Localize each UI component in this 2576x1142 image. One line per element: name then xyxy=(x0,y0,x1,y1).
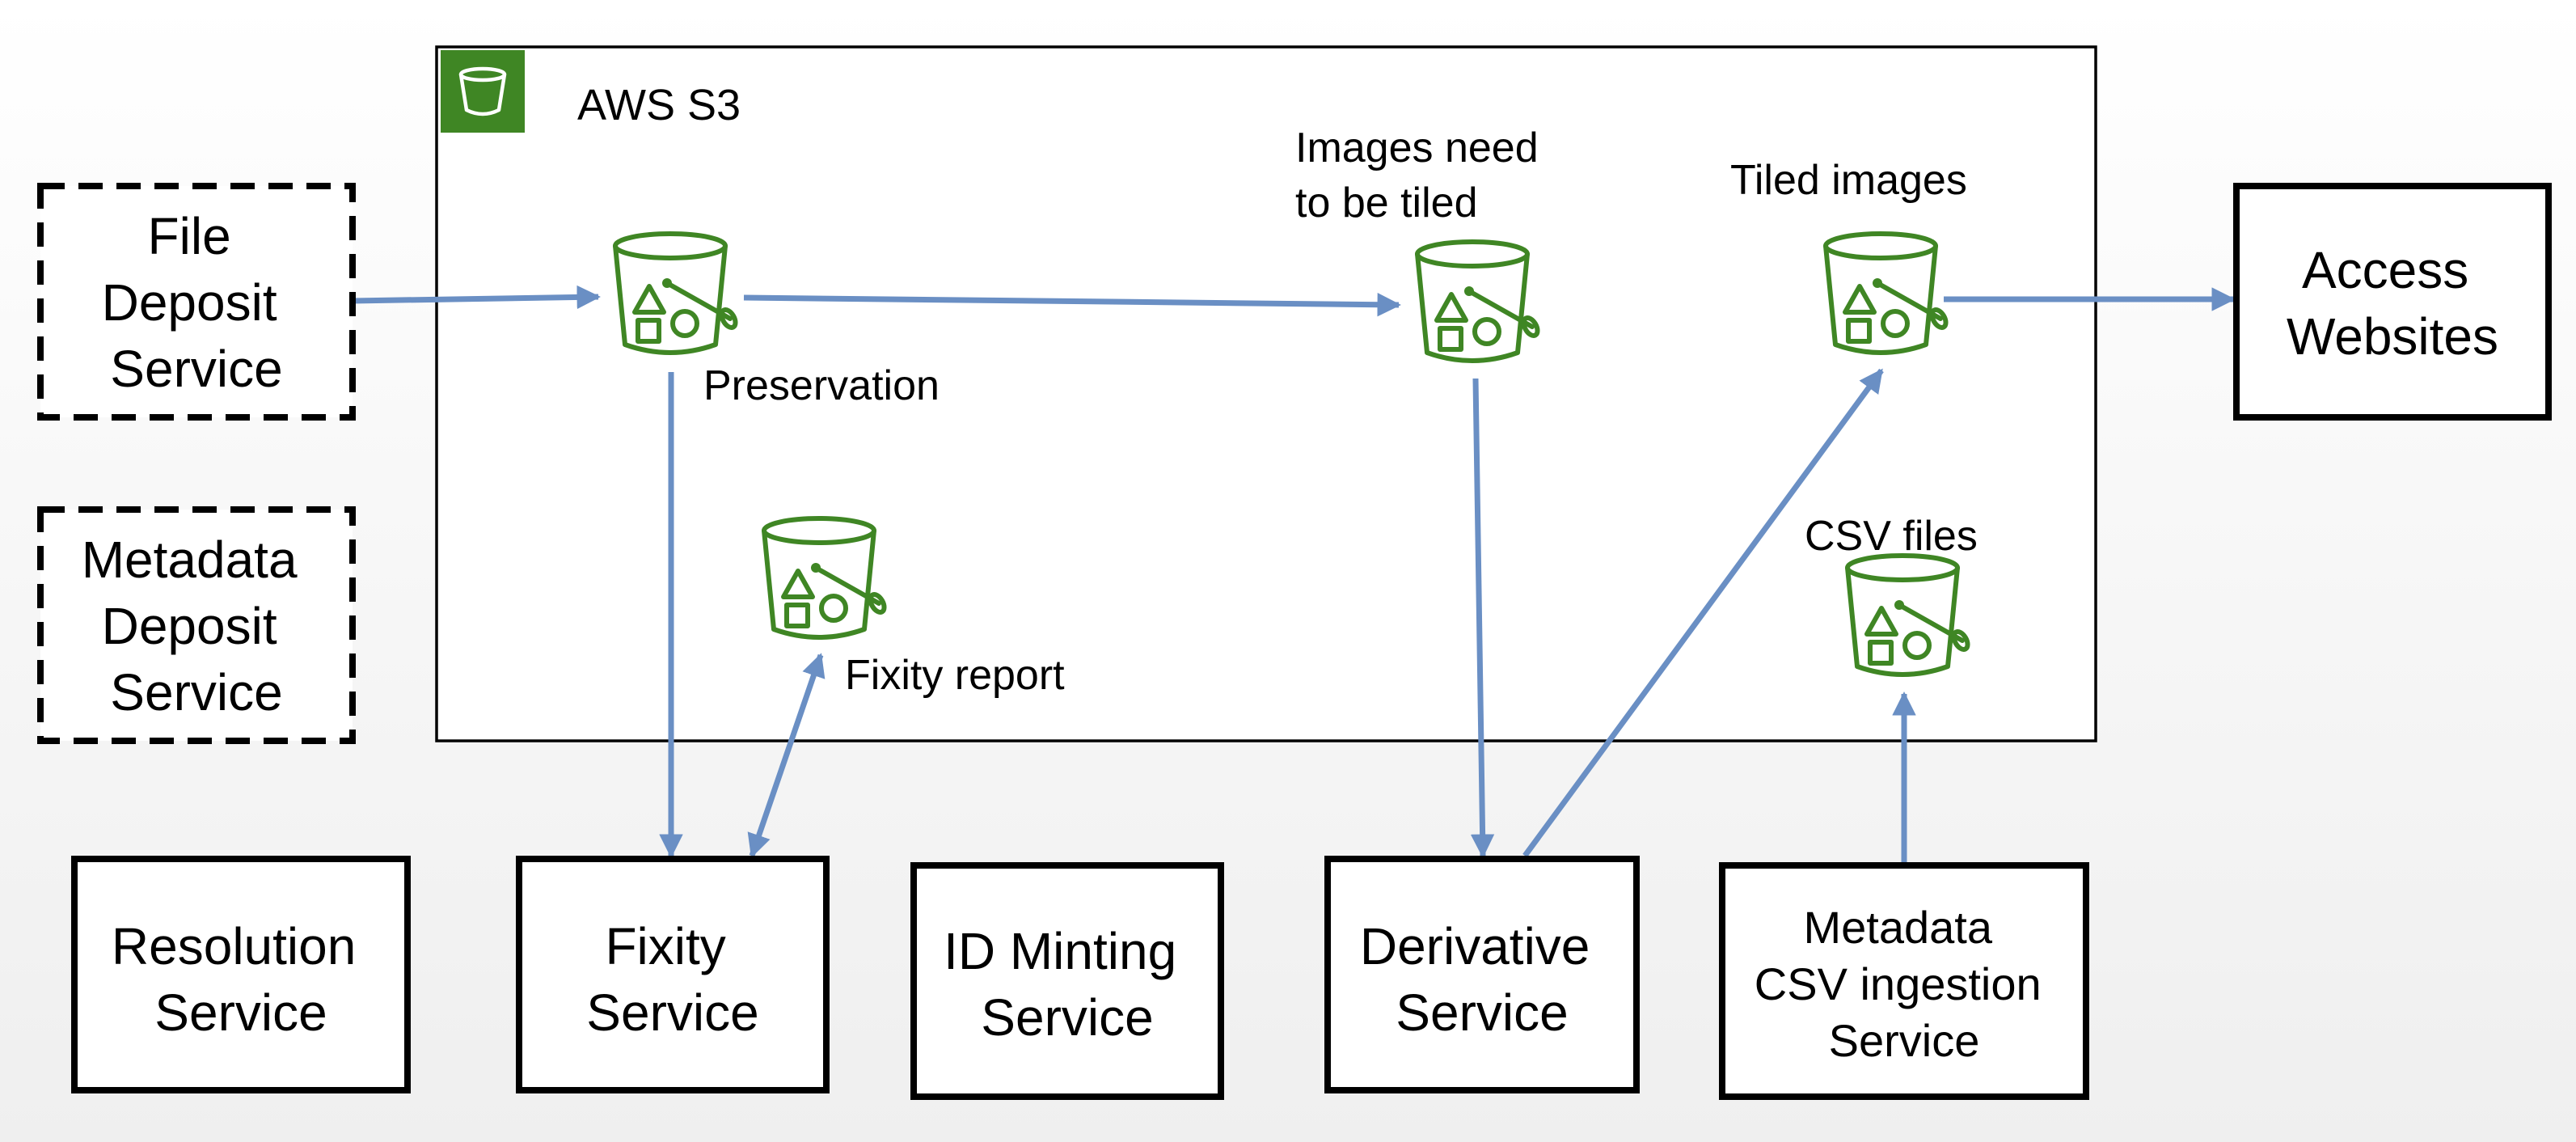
images-need-tiling-label-line2: to be tiled xyxy=(1295,180,1478,226)
arrow-file-deposit-to-preservation xyxy=(352,285,601,310)
derivative-service-box: Derivative Service xyxy=(1324,856,1640,1093)
resolution-service-box: Resolution Service xyxy=(71,856,411,1093)
tiled-images-label: Tiled images xyxy=(1730,157,1967,204)
access-websites-line2: Websites xyxy=(2287,307,2498,366)
arrow-images-need-tiling-to-derivative-service xyxy=(1470,378,1495,858)
svg-text:Metadata Deposit S: Metadata Deposit Service xyxy=(82,531,312,721)
metadata-deposit-line2: Deposit xyxy=(102,597,277,655)
file-deposit-line2: Deposit xyxy=(102,273,277,332)
arrow-derivative-service-to-tiled-images xyxy=(1522,368,1884,858)
id-minting-line1: ID Minting xyxy=(944,922,1176,980)
arrow-fixity-service-fixity-report-bidirectional xyxy=(747,653,826,858)
access-websites-line1: Access xyxy=(2302,241,2468,299)
metadata-deposit-line1: Metadata xyxy=(82,531,298,589)
resolution-line2: Service xyxy=(154,983,327,1042)
id-minting-line2: Service xyxy=(981,988,1153,1047)
svg-text:ID Minting Service: ID Minting Service xyxy=(944,922,1191,1047)
svg-text:File Deposit Servi: File Deposit Service xyxy=(102,207,292,398)
file-deposit-line1: File xyxy=(148,207,231,265)
metadata-deposit-service-box: Metadata Deposit Service xyxy=(37,506,356,744)
fixity-line1: Fixity xyxy=(605,917,725,975)
fixity-line2: Service xyxy=(586,983,758,1042)
aws-s3-title: AWS S3 xyxy=(577,81,741,129)
derivative-line2: Service xyxy=(1396,983,1568,1042)
metadata-csv-ingestion-service-box: Metadata CSV ingestion Service xyxy=(1719,862,2089,1100)
svg-text:Resolution Service: Resolution Service xyxy=(112,917,370,1042)
metadata-csv-line1: Metadata xyxy=(1803,902,1992,953)
images-need-tiling-label: Images need to be tiled xyxy=(1295,125,1550,226)
derivative-line1: Derivative xyxy=(1360,917,1590,975)
id-minting-service-box: ID Minting Service xyxy=(910,862,1224,1100)
images-need-tiling-label-line1: Images need xyxy=(1295,125,1539,171)
fixity-service-box: Fixity Service xyxy=(516,856,830,1093)
arrow-preservation-to-images-need-tiling xyxy=(743,293,1401,317)
fixity-report-label: Fixity report xyxy=(845,652,1065,699)
file-deposit-line3: Service xyxy=(110,340,282,398)
access-websites-box: Access Websites xyxy=(2233,183,2552,421)
metadata-csv-line2: CSV ingestion xyxy=(1755,958,2042,1009)
svg-text:Fixity Service: Fixity Service xyxy=(586,917,758,1042)
metadata-csv-line3: Service xyxy=(1829,1015,1980,1066)
preservation-bucket-label: Preservation xyxy=(703,362,940,409)
csv-files-label: CSV files xyxy=(1805,513,1978,560)
svg-text:Derivative Service: Derivative Service xyxy=(1360,917,1604,1042)
svg-text:Access Websites: Access Websites xyxy=(2287,241,2498,366)
file-deposit-service-box: File Deposit Service xyxy=(37,183,356,421)
resolution-line1: Resolution xyxy=(112,917,356,975)
s3-bucket-logo-icon xyxy=(441,50,525,133)
metadata-deposit-line3: Service xyxy=(110,663,282,721)
aws-s3-container xyxy=(435,45,2097,742)
svg-text:Metadata CSV ingestion: Metadata CSV ingestion Service xyxy=(1755,902,2054,1066)
